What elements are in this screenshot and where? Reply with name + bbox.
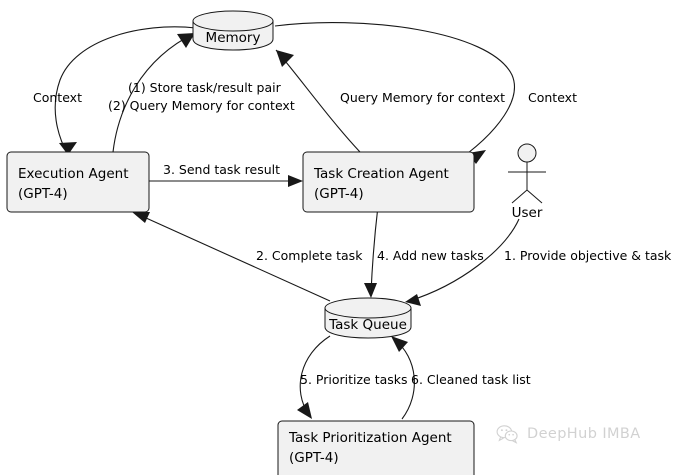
user-label: User [512,205,543,221]
edge-task-queue-to-execution-agent [132,212,331,302]
edge-label-prioritization-to-queue: 6. Cleaned task list [411,372,531,387]
memory-label: Memory [206,30,261,46]
edge-task-creation-agent-to-memory [275,49,361,153]
edge-execution-agent-to-task-creation-agent [149,175,303,187]
edge-label-execution-to-creation: 3. Send task result [163,162,280,177]
actor-right-leg-icon [526,189,543,204]
edge-task-creation-agent-to-task-queue [364,205,379,298]
node-task-queue[interactable]: Task Queue [324,297,412,339]
edge-label-user-to-queue: 1. Provide objective & task [504,248,672,263]
edge-user-to-task-queue [405,218,520,306]
edge-label-queue-to-execution: 2. Complete task [256,248,363,263]
edge-memory-to-execution-agent [54,26,197,156]
task-creation-agent-label-line2: (GPT-4) [314,186,364,202]
task-queue-label: Task Queue [328,317,407,333]
edge-label-creation-to-memory: Query Memory for context [340,90,505,105]
actor-left-leg-icon [511,189,528,204]
edge-execution-agent-to-memory [112,32,196,153]
edge-label-memory-to-execution: Context [33,90,82,105]
edge-task-prioritization-agent-to-task-queue [391,336,415,420]
node-task-prioritization-agent[interactable]: Task Prioritization Agent (GPT-4) [277,420,475,475]
actor-head-icon [517,143,537,163]
edge-label-memory-to-creation: Context [528,90,577,105]
edge-task-queue-to-task-prioritization-agent [297,335,331,419]
node-task-creation-agent[interactable]: Task Creation Agent (GPT-4) [302,151,475,213]
task-prioritization-agent-label-line1: Task Prioritization Agent [288,430,452,446]
node-execution-agent[interactable]: Execution Agent (GPT-4) [6,151,150,213]
task-prioritization-agent-label-line2: (GPT-4) [289,450,339,466]
execution-agent-label-line2: (GPT-4) [18,186,68,202]
edge-label-execution-to-memory-2: (2) Query Memory for context [108,98,295,113]
node-memory[interactable]: Memory [192,10,274,51]
edge-label-execution-to-memory-1: (1) Store task/result pair [128,80,282,95]
execution-agent-label-line1: Execution Agent [18,166,129,182]
edge-label-creation-to-queue: 4. Add new tasks [377,248,484,263]
node-user-actor[interactable]: User [508,143,546,221]
task-creation-agent-label-line1: Task Creation Agent [313,166,449,182]
edge-label-queue-to-prioritization: 5. Prioritize tasks [300,372,408,387]
